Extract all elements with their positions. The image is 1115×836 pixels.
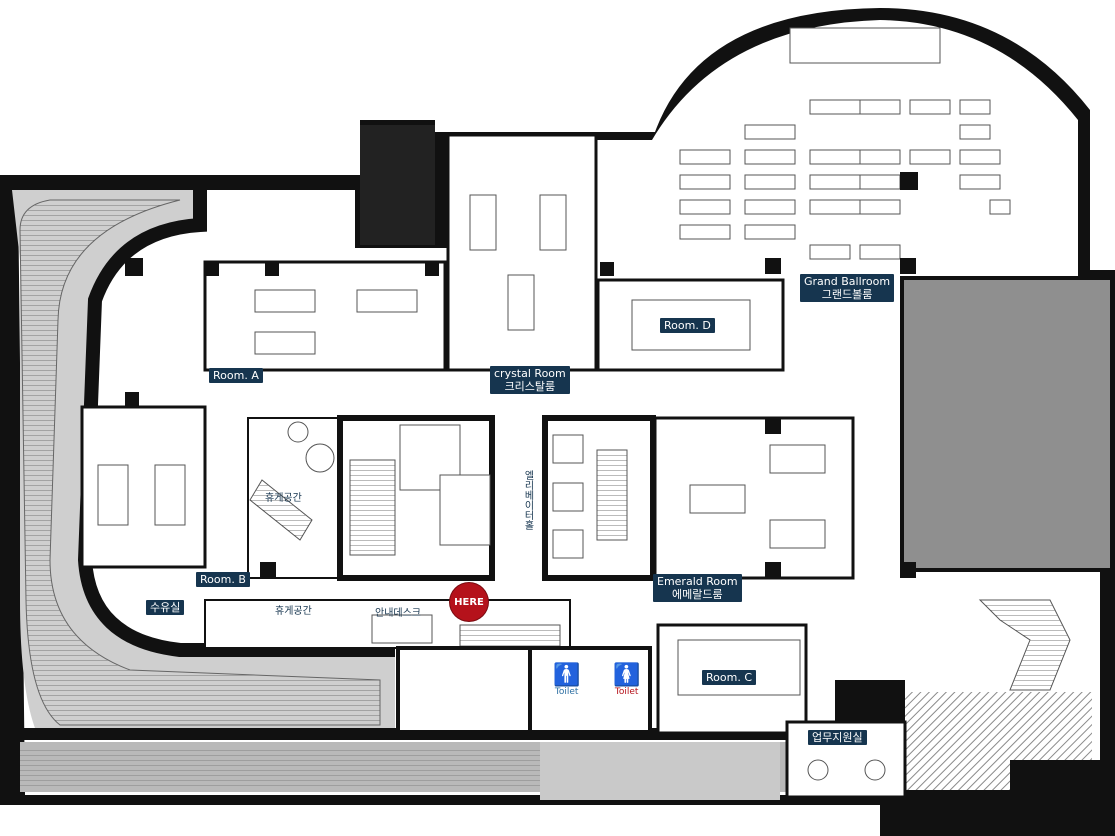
grand-ballroom-name-en: Grand Ballroom xyxy=(804,275,891,288)
grand-ballroom-name-ko: 그랜드볼룸 xyxy=(821,288,873,301)
here-marker[interactable]: HERE xyxy=(450,583,488,621)
central-core xyxy=(337,415,656,581)
womens-toilet[interactable]: 🚺 Toilet xyxy=(613,663,641,698)
nursing-room-label[interactable]: 수유실 xyxy=(146,600,185,615)
emerald-room-name-ko: 에메랄드룸 xyxy=(671,588,723,601)
crystal-room-name-en: crystal Room xyxy=(494,367,566,380)
elevator-hall-label: 엘리베이터홀 xyxy=(522,470,533,530)
lounge-strip xyxy=(204,599,571,649)
grand-ballroom-label[interactable]: Grand Ballroom 그랜드볼룸 xyxy=(800,274,895,302)
west-room-shape xyxy=(80,405,207,569)
lounge-label-2: 휴게공간 xyxy=(275,606,312,617)
office-label[interactable]: 업무지원실 xyxy=(808,730,867,745)
office-shape xyxy=(785,720,907,799)
mens-toilet-label: Toilet xyxy=(554,687,579,697)
south-walkway xyxy=(0,728,900,800)
room-a-shape xyxy=(203,260,447,372)
emerald-room-shape xyxy=(653,416,855,580)
room-a-label[interactable]: Room. A xyxy=(209,368,263,383)
room-c-label[interactable]: Room. C xyxy=(702,670,756,685)
ballroom-column xyxy=(900,172,918,190)
nw-core xyxy=(360,125,435,245)
crystal-room-shape xyxy=(446,133,598,372)
crystal-room-name-ko: 크리스탈룸 xyxy=(504,380,556,393)
toilets-block xyxy=(396,646,652,734)
lounge-label-1: 휴게공간 xyxy=(265,493,302,504)
east-stairs xyxy=(978,599,1071,691)
lounge-stairs xyxy=(247,417,341,579)
woman-icon: 🚺 xyxy=(613,663,641,688)
mens-toilet[interactable]: 🚹 Toilet xyxy=(553,663,581,698)
ballroom-stage xyxy=(789,27,941,64)
crystal-room-label[interactable]: crystal Room 크리스탈룸 xyxy=(490,366,570,394)
columns xyxy=(125,258,916,578)
ballroom-tables xyxy=(679,99,1011,260)
east-blocks xyxy=(835,276,1114,800)
room-d-label[interactable]: Room. D xyxy=(660,318,715,333)
emerald-room-label[interactable]: Emerald Room 에메랄드룸 xyxy=(653,574,742,602)
womens-toilet-label: Toilet xyxy=(614,687,639,697)
emerald-room-name-en: Emerald Room xyxy=(657,575,738,588)
man-icon: 🚹 xyxy=(553,663,581,688)
info-desk-label: 안내데스크 xyxy=(375,608,421,619)
room-b-label[interactable]: Room. B xyxy=(196,572,250,587)
